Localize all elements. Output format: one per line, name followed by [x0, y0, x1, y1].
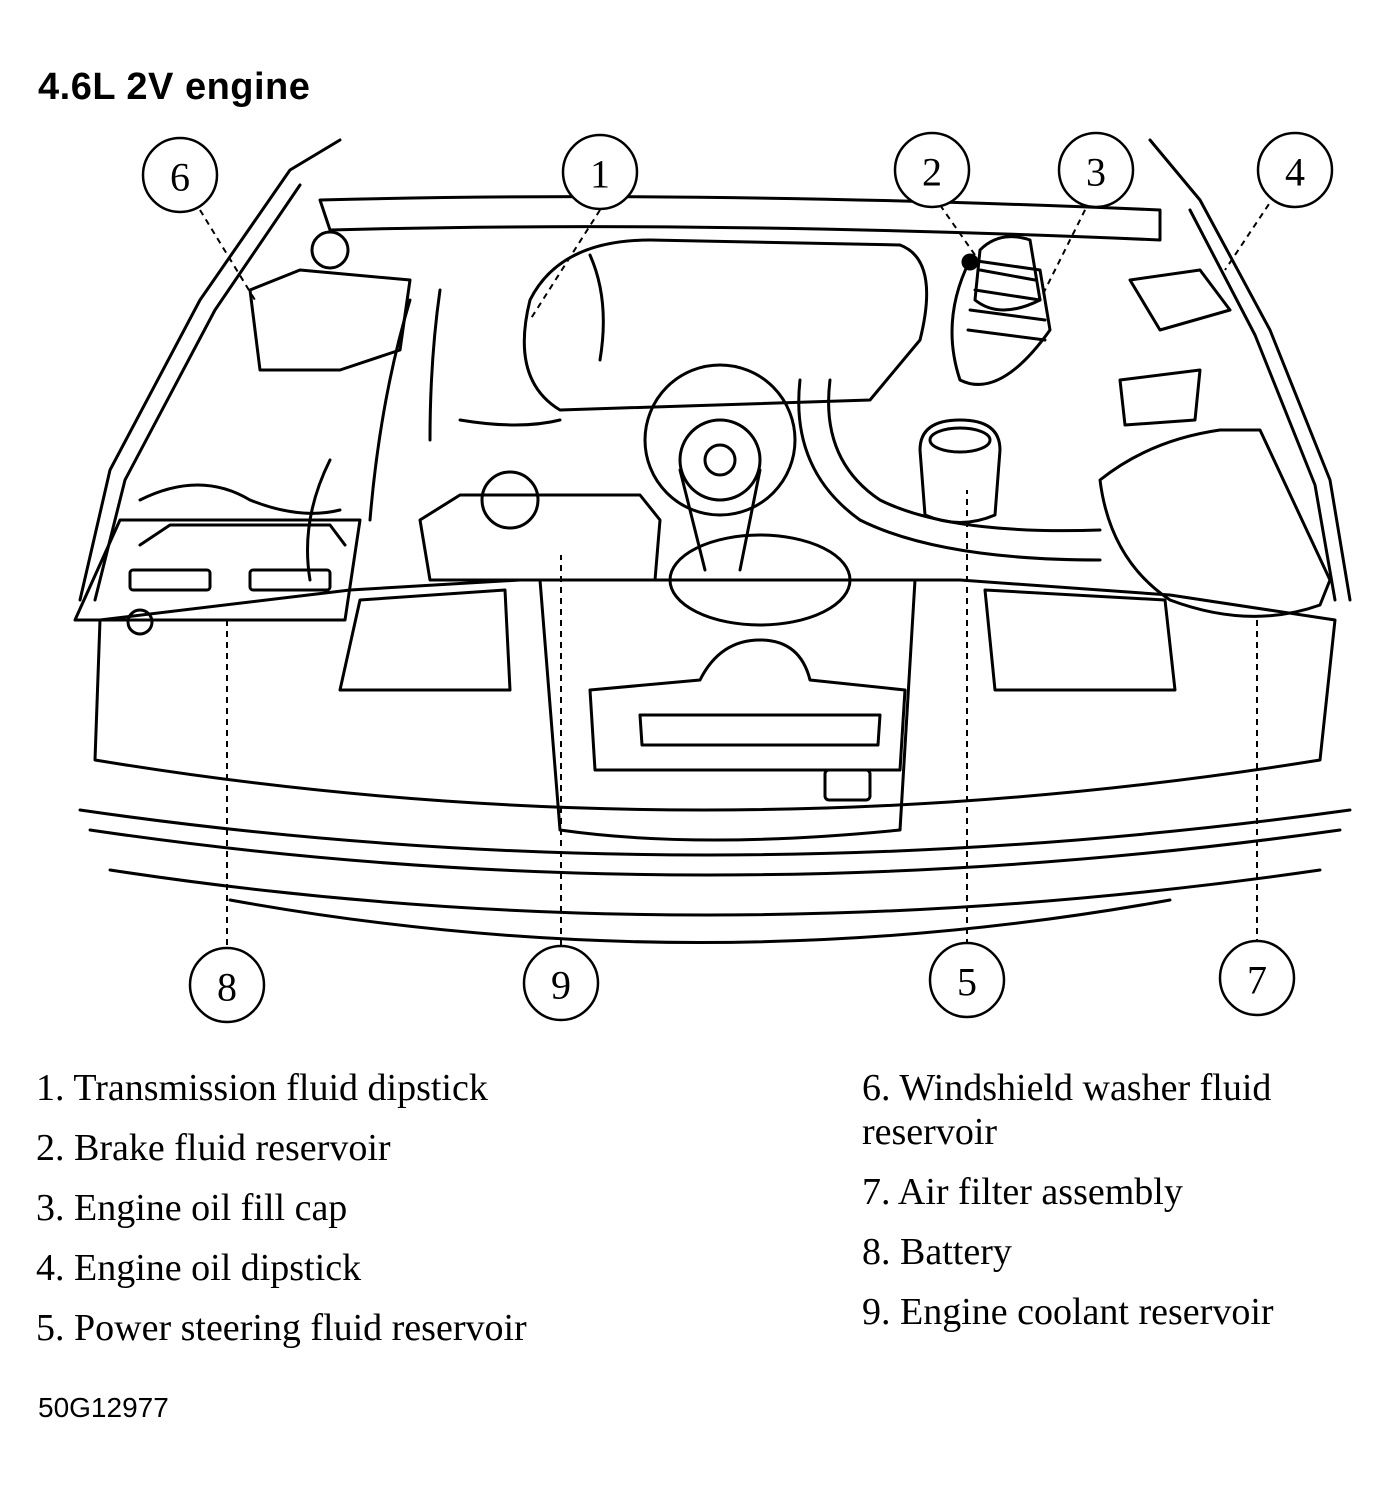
washer-reservoir — [248, 268, 412, 372]
callout-circle-2 — [893, 131, 971, 209]
callout-label-2: 2 — [922, 150, 942, 195]
callout-label-3: 3 — [1086, 150, 1106, 195]
callout-circle-5 — [928, 941, 1006, 1019]
leader-line-3 — [1039, 199, 1091, 301]
left-fender-outline — [78, 138, 342, 602]
legend-item-7: 7. Air filter assembly — [862, 1171, 1183, 1213]
callout-label-8: 8 — [217, 965, 237, 1010]
air-intake-duct — [950, 258, 1052, 386]
legend-item-3: 3. Engine oil fill cap — [36, 1187, 348, 1229]
radiator-cover — [93, 578, 1337, 812]
figure-code: 50G12977 — [38, 1392, 169, 1423]
legend-item-9: 9. Engine coolant reservoir — [862, 1291, 1274, 1333]
callout-label-9: 9 — [551, 963, 571, 1008]
callout-label-4: 4 — [1285, 150, 1305, 195]
callout-circle-4 — [1256, 131, 1334, 209]
legend-item-6: 6. Windshield washer fluid reservoir — [862, 1067, 1272, 1153]
center-panel — [538, 578, 917, 842]
brake-reservoir — [973, 235, 1042, 312]
callout-label-1: 1 — [590, 152, 610, 197]
legend-item-1: 1. Transmission fluid dipstick — [36, 1067, 488, 1109]
leader-line-2 — [939, 204, 976, 256]
air-filter-assembly — [1098, 428, 1332, 618]
coolant-reservoir — [418, 493, 662, 582]
legend-item-4: 4. Engine oil dipstick — [36, 1247, 362, 1289]
legend-item-5: 5. Power steering fluid reservoir — [36, 1307, 527, 1349]
callout-circle-3 — [1057, 131, 1135, 209]
diagram-title: 4.6L 2V engine — [38, 66, 311, 108]
right-fender-outline — [1148, 138, 1352, 602]
cowl-panel — [318, 195, 1162, 242]
intake-manifold — [522, 238, 929, 412]
callout-label-7: 7 — [1247, 958, 1267, 1003]
legend-item-2: 2. Brake fluid reservoir — [36, 1127, 391, 1169]
fuse-box — [1128, 268, 1232, 332]
alternator — [643, 363, 797, 517]
callout-label-6: 6 — [170, 155, 190, 200]
legend-column-left: 1. Transmission fluid dipstick 2. Brake … — [36, 1066, 527, 1366]
legend-item-8: 8. Battery — [862, 1231, 1012, 1273]
battery — [73, 518, 362, 622]
front-fascia — [78, 808, 1352, 857]
legend-column-right: 6. Windshield washer fluid reservoir 7. … — [862, 1066, 1362, 1350]
callout-circle-6 — [141, 136, 219, 214]
leader-line-4 — [1224, 194, 1276, 271]
callout-circle-8 — [188, 946, 266, 1024]
callout-circle-1 — [561, 133, 639, 211]
callout-circle-7 — [1218, 939, 1296, 1017]
radiator-hose — [797, 378, 1102, 562]
engine-bay-drawing: 1 2 3 4 5 6 7 8 9 — [73, 131, 1352, 1024]
callout-label-5: 5 — [957, 960, 977, 1005]
power-steering-reservoir — [918, 418, 1002, 524]
callout-circle-9 — [522, 944, 600, 1022]
